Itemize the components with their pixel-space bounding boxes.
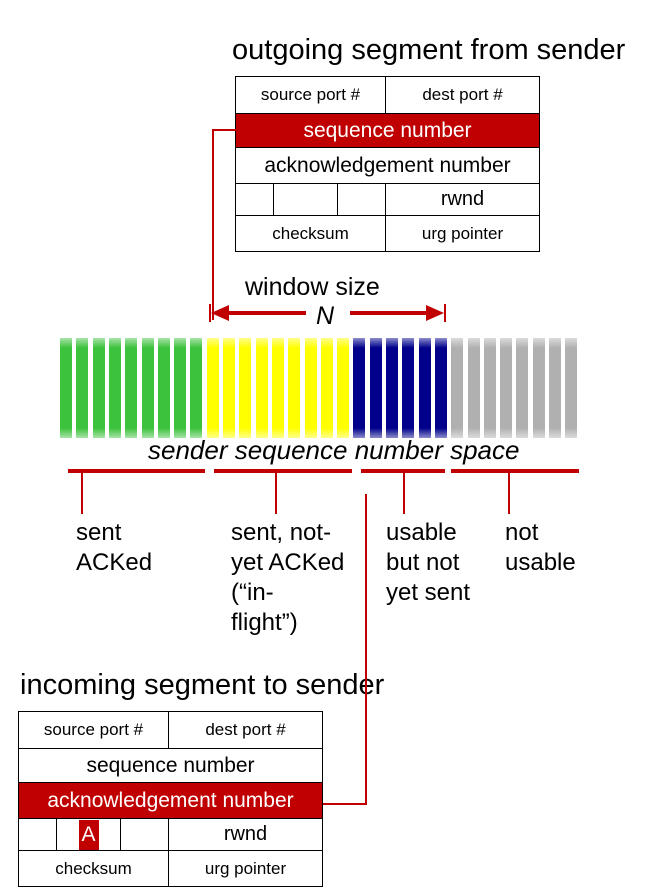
- outgoing-sequence-number: sequence number: [236, 114, 539, 147]
- outgoing-flags-row: rwnd: [236, 183, 539, 215]
- outgoing-flag-cell: [337, 184, 385, 215]
- incoming-flag-cell: [120, 819, 168, 850]
- seq-slot-not-usable: [516, 338, 529, 438]
- incoming-segment-title: incoming segment to sender: [20, 669, 385, 701]
- label-in-flight: sent, not- yet ACKed (“in- flight”): [231, 519, 345, 636]
- seq-slot-not-usable: [483, 338, 496, 438]
- sequence-number-space: [60, 338, 580, 438]
- outgoing-ports-row: source port # dest port #: [236, 77, 539, 113]
- seq-slot-sent-acked: [141, 338, 154, 438]
- incoming-source-port: source port #: [43, 720, 144, 739]
- outgoing-seq-row: sequence number: [236, 113, 539, 147]
- label-not-usable: not usable: [505, 519, 576, 576]
- label-sent-acked: sent ACKed: [76, 519, 153, 576]
- seq-slot-not-usable: [532, 338, 545, 438]
- seq-slot-in-flight: [239, 338, 252, 438]
- seq-slot-not-usable: [467, 338, 480, 438]
- incoming-rwnd: rwnd: [168, 819, 322, 850]
- incoming-flag-cell: A: [56, 819, 120, 850]
- incoming-ack-number: acknowledgement number: [19, 783, 322, 818]
- outgoing-ack-number: acknowledgement number: [264, 153, 511, 177]
- incoming-flag-a: A: [78, 819, 99, 850]
- ack-number-connector: [323, 494, 367, 805]
- incoming-urg-pointer: urg pointer: [168, 851, 322, 886]
- outgoing-checksum-row: checksum urg pointer: [236, 215, 539, 251]
- seq-slot-not-usable: [565, 338, 578, 438]
- seq-slot-in-flight: [271, 338, 284, 438]
- seq-slot-usable-not-sent: [402, 338, 415, 438]
- incoming-sequence-number: sequence number: [86, 753, 255, 777]
- seq-slot-sent-acked: [174, 338, 187, 438]
- seq-slot-in-flight: [337, 338, 350, 438]
- window-n-label: N: [316, 302, 335, 330]
- incoming-seq-row: sequence number: [19, 748, 322, 782]
- outgoing-rwnd: rwnd: [385, 184, 539, 215]
- window-size-arrow: [209, 304, 446, 322]
- incoming-ports-row: source port # dest port #: [19, 712, 322, 748]
- sequence-space-label: sender sequence number space: [148, 435, 520, 465]
- incoming-checksum: checksum: [55, 858, 132, 878]
- outgoing-segment-header: source port # dest port # sequence numbe…: [235, 76, 540, 252]
- seq-slot-not-usable: [500, 338, 513, 438]
- outgoing-urg-pointer: urg pointer: [385, 216, 539, 251]
- seq-slot-sent-acked: [60, 338, 72, 438]
- seq-slot-usable-not-sent: [434, 338, 447, 438]
- incoming-segment-header: source port # dest port # sequence numbe…: [18, 711, 323, 887]
- seq-slot-in-flight: [223, 338, 235, 438]
- outgoing-flag-cell: [273, 184, 337, 215]
- seq-slot-usable-not-sent: [353, 338, 366, 438]
- seq-slot-sent-acked: [125, 338, 138, 438]
- seq-slot-sent-acked: [108, 338, 121, 438]
- outgoing-ack-row: acknowledgement number: [236, 147, 539, 183]
- seq-slot-usable-not-sent: [386, 338, 398, 438]
- seq-slot-sent-acked: [76, 338, 89, 438]
- incoming-ack-row: acknowledgement number: [19, 782, 322, 818]
- seq-slot-in-flight: [304, 338, 317, 438]
- seq-slot-in-flight: [288, 338, 301, 438]
- incoming-flags-row: A rwnd: [19, 818, 322, 850]
- seq-slot-sent-acked: [92, 338, 105, 438]
- seq-slot-usable-not-sent: [418, 338, 431, 438]
- seq-slot-in-flight: [255, 338, 268, 438]
- seq-slot-not-usable: [549, 338, 561, 438]
- seq-slot-sent-acked: [157, 338, 170, 438]
- seq-number-connector: [212, 129, 236, 320]
- window-size-label: window size: [245, 273, 380, 301]
- outgoing-segment-title: outgoing segment from sender: [232, 34, 626, 66]
- seq-slot-sent-acked: [190, 338, 203, 438]
- seq-slot-usable-not-sent: [369, 338, 382, 438]
- seq-slot-in-flight: [320, 338, 333, 438]
- outgoing-source-port: source port #: [260, 85, 361, 104]
- label-usable-not-sent: usable but not yet sent: [386, 519, 471, 606]
- seq-slot-not-usable: [451, 338, 464, 438]
- seq-slot-in-flight: [206, 338, 219, 438]
- incoming-checksum-row: checksum urg pointer: [19, 850, 322, 886]
- outgoing-dest-port: dest port #: [385, 77, 539, 113]
- outgoing-checksum: checksum: [272, 223, 349, 243]
- incoming-dest-port: dest port #: [168, 712, 322, 748]
